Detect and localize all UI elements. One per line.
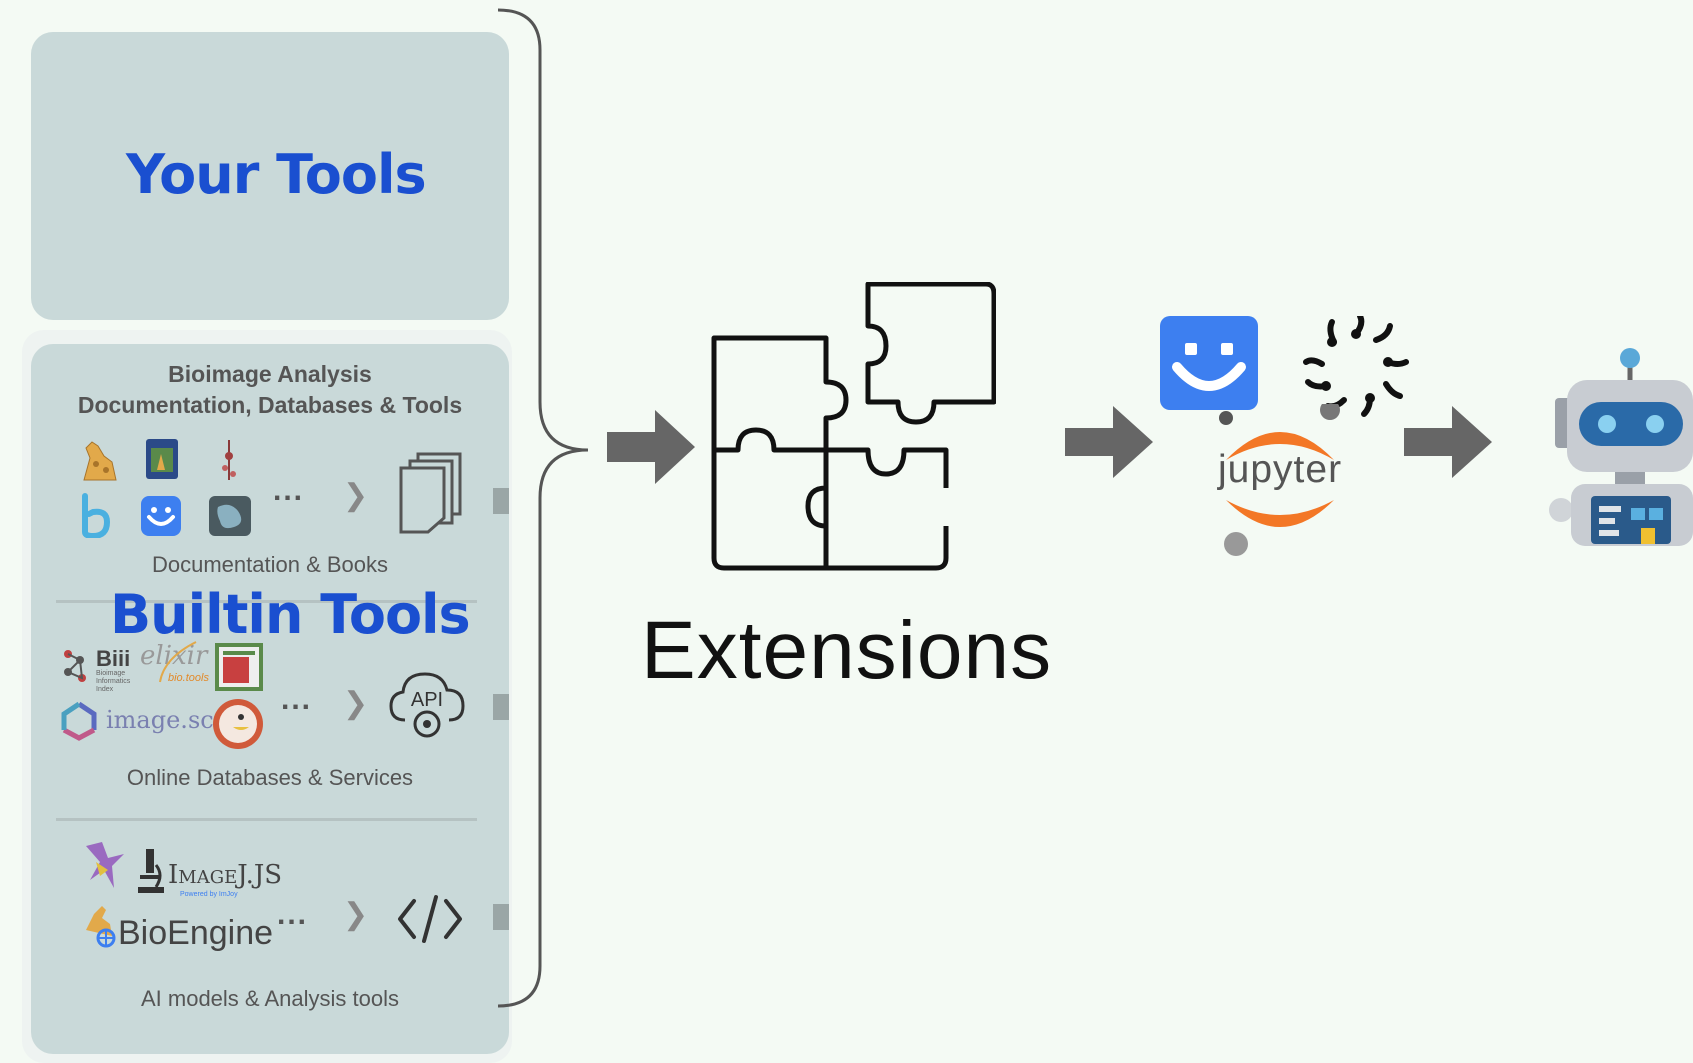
imjoy-small-icon [141,496,181,536]
bioengine-logo-text: BioEngine [118,914,274,952]
arrow-icon-1 [607,410,695,484]
robot-icon [1549,348,1693,546]
db-edge-marker [493,694,509,720]
imagesc-logo-icon [61,701,97,741]
squares-logo-icon [215,643,263,691]
ai-ellipsis: ... [277,898,309,931]
your-tools-title: Your Tools [126,143,427,206]
ai-chevron-icon: ❯ [343,898,369,931]
section-title-line2: Documentation, Databases & Tools [77,392,463,418]
duckduckgo-icon [213,699,263,749]
db-caption: Online Databases & Services [126,765,414,790]
cell-image-icon [209,496,251,536]
giraffe-icon [83,441,117,481]
imagejjs-logo-text: ImageJ.JS [168,860,283,890]
jupyter-icon [1219,404,1340,556]
section-title-line1: Bioimage Analysis [168,361,372,387]
pyodide-icon [1303,316,1409,417]
code-brackets-icon [398,895,462,943]
imagej-splash-icon [86,842,124,888]
bioengine-giraffe-icon [86,906,116,948]
elixir-swoosh-icon [159,641,197,683]
book-cover-icon [146,439,178,479]
your-tools-panel [31,32,509,320]
db-chevron-icon: ❯ [343,687,369,720]
imjoy-icon [1160,316,1258,410]
docs-ellipsis: ... [273,474,305,507]
ai-edge-marker [493,904,509,930]
biii-network-icon [64,650,86,682]
imagesc-logo-text: image.sc [106,706,214,734]
microscope-icon [138,849,164,893]
doc-stack-icon [399,452,462,534]
extensions-label: Extensions [641,605,1053,696]
biii-logo-text: Biii [96,646,131,671]
api-icon-text: API [411,689,443,711]
divider-1 [56,600,477,603]
jupyter-label: jupyter [1218,448,1343,491]
arrow-icon-2 [1065,406,1153,478]
imagejjs-subtitle: Powered by ImJoy [180,891,238,898]
docs-chevron-icon: ❯ [343,479,369,512]
divider-2 [56,818,477,821]
arrow-icon-3 [1404,406,1492,478]
biii-subtitle: Bioimage Informatics Index [96,670,131,693]
docs-edge-marker [493,488,509,514]
builtin-tools-title: Builtin Tools [110,583,471,646]
biotools-logo-text: bio.tools [168,672,209,684]
api-cloud-icon: API [389,672,465,738]
ai-caption: AI models & Analysis tools [140,986,399,1011]
docs-caption: Documentation & Books [151,552,389,577]
dna-icon [222,440,236,480]
curly-brace [497,8,589,1008]
b-logo-icon [82,493,111,538]
puzzle-icon [711,282,996,571]
db-ellipsis: ... [281,683,313,716]
